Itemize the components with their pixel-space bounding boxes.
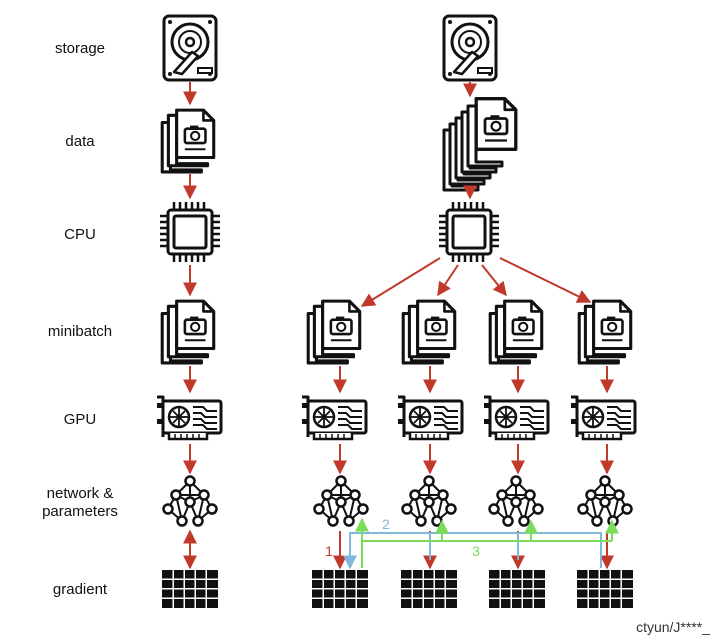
gradient-aggregation-lines xyxy=(343,532,602,570)
document-stack-icon xyxy=(162,110,214,172)
graphics-card-icon xyxy=(300,395,368,441)
arrow-cpu-to-minibatch-2 xyxy=(437,264,459,297)
label-gpu: GPU xyxy=(64,411,97,428)
graphics-card-icon xyxy=(482,395,550,441)
minibatch-icon xyxy=(162,301,214,363)
minibatch-icon xyxy=(403,301,455,363)
graphics-card-icon xyxy=(155,395,223,441)
gradient-grid-icon xyxy=(577,570,633,608)
arrow-cpu-to-minibatch-3 xyxy=(481,264,507,297)
label-storage: storage xyxy=(55,40,105,57)
label-gradient: gradient xyxy=(53,581,108,598)
graphics-card-icon xyxy=(396,395,464,441)
graphics-card-icon xyxy=(569,395,637,441)
step-label-2: 2 xyxy=(382,516,390,532)
watermark: ctyun/J****_ xyxy=(636,619,710,635)
arrow-cpu-to-minibatch-1 xyxy=(360,257,441,307)
gpu-column-3 xyxy=(482,301,550,608)
minibatch-icon xyxy=(490,301,542,363)
gradient-grid-icon xyxy=(489,570,545,608)
neural-network-icon xyxy=(162,475,218,527)
label-network-line2: parameters xyxy=(42,503,118,520)
neural-network-icon xyxy=(577,475,633,527)
gpu-column-4 xyxy=(569,301,637,608)
parameter-broadcast-lines xyxy=(355,517,619,568)
label-cpu: CPU xyxy=(64,226,96,243)
neural-network-icon xyxy=(313,475,369,527)
gradient-grid-icon xyxy=(401,570,457,608)
label-network-line1: network & xyxy=(47,485,114,502)
minibatch-icon xyxy=(579,301,631,363)
label-data: data xyxy=(65,133,95,150)
gpu-column-1 xyxy=(300,301,369,608)
minibatch-icon xyxy=(308,301,360,363)
step-label-1: 1 xyxy=(325,543,333,559)
arrow-cpu-to-minibatch-4 xyxy=(499,257,592,303)
multi-gpu-section: 1 2 3 xyxy=(300,14,637,608)
cpu-chip-icon xyxy=(437,200,501,264)
label-minibatch: minibatch xyxy=(48,323,112,340)
gradient-grid-icon xyxy=(312,570,368,608)
cpu-chip-icon xyxy=(158,200,222,264)
neural-network-icon xyxy=(488,475,544,527)
neural-network-icon xyxy=(401,475,457,527)
hard-drive-icon xyxy=(162,14,218,82)
step-label-3: 3 xyxy=(472,543,480,559)
single-gpu-column xyxy=(155,14,223,608)
large-document-stack-icon xyxy=(442,97,518,192)
gradient-grid-icon xyxy=(162,570,218,608)
hard-drive-icon xyxy=(442,14,498,82)
